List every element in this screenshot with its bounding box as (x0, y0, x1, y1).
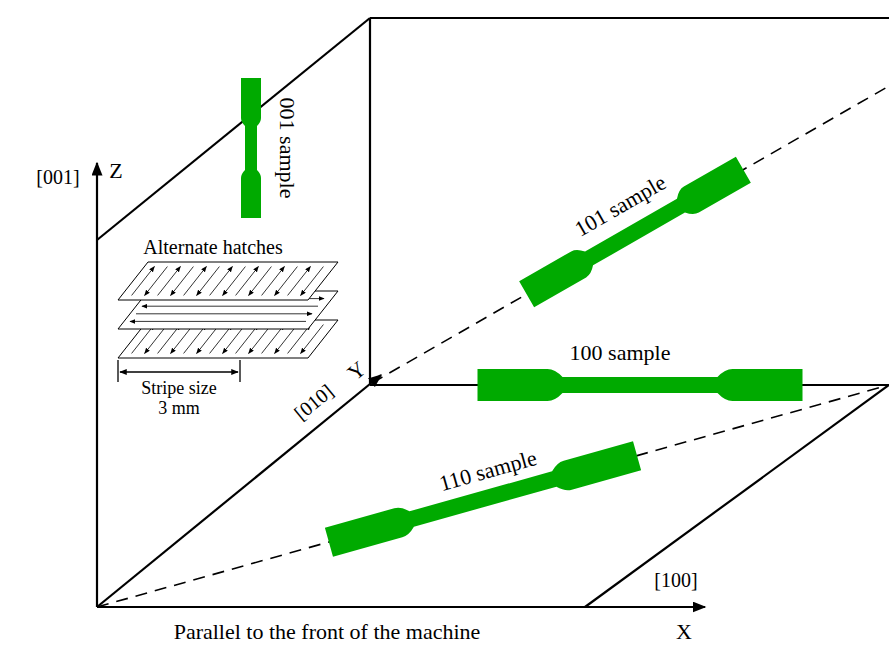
hatch-line (136, 313, 312, 314)
sample-label: 001 sample (276, 98, 298, 199)
hatch-inset (118, 262, 338, 358)
diagonal-guides (97, 86, 889, 607)
hatch-line (223, 267, 246, 296)
hatch-line (142, 306, 318, 307)
z-axis (96, 163, 98, 607)
hatch-line (197, 267, 220, 296)
box-edge (97, 18, 370, 240)
hatch-line (301, 267, 324, 296)
hatch-line (158, 267, 181, 296)
hatch-line (171, 267, 194, 296)
axis-name: X (676, 621, 692, 643)
hatch-line (130, 321, 306, 322)
box-edge (369, 18, 371, 385)
sample-101 (519, 157, 751, 308)
dashed-guide (97, 385, 889, 607)
sample-label: 100 sample (570, 342, 671, 364)
sample-110 (325, 441, 641, 556)
x-axis (97, 606, 705, 608)
dimension-tick (117, 360, 118, 382)
build-box (97, 18, 889, 607)
hatch-line (145, 267, 168, 296)
hatch-line (262, 267, 285, 296)
hatch-line (184, 267, 207, 296)
inset-title: Alternate hatches (143, 237, 282, 257)
axis-name: Z (109, 160, 122, 182)
caption-note: Parallel to the front of the machine (174, 621, 481, 643)
sample-label: 101 sample (571, 171, 669, 240)
hatch-layer (118, 262, 338, 300)
hatch-line (210, 267, 233, 296)
hatch-line (275, 267, 298, 296)
hatch-line (132, 267, 155, 296)
hatch-line (288, 267, 311, 296)
axis-index: [001] (36, 167, 79, 187)
box-edge (585, 385, 889, 607)
dimension-value: 3 mm (158, 399, 200, 417)
axis-name: Y (344, 357, 370, 384)
hatch-line (236, 267, 259, 296)
axis-index: [100] (654, 570, 697, 590)
dimension-text: Stripe size (141, 379, 216, 397)
sample-100 (478, 369, 803, 401)
hatch-line (249, 267, 272, 296)
tensile-samples (241, 78, 803, 557)
layer-outline (118, 262, 338, 300)
box-edge (370, 17, 889, 19)
dimension-tick (239, 360, 240, 382)
dimension-arrow (120, 371, 238, 372)
dashed-guide (372, 86, 889, 383)
y-axis (97, 375, 381, 607)
sample-001 (241, 78, 261, 218)
